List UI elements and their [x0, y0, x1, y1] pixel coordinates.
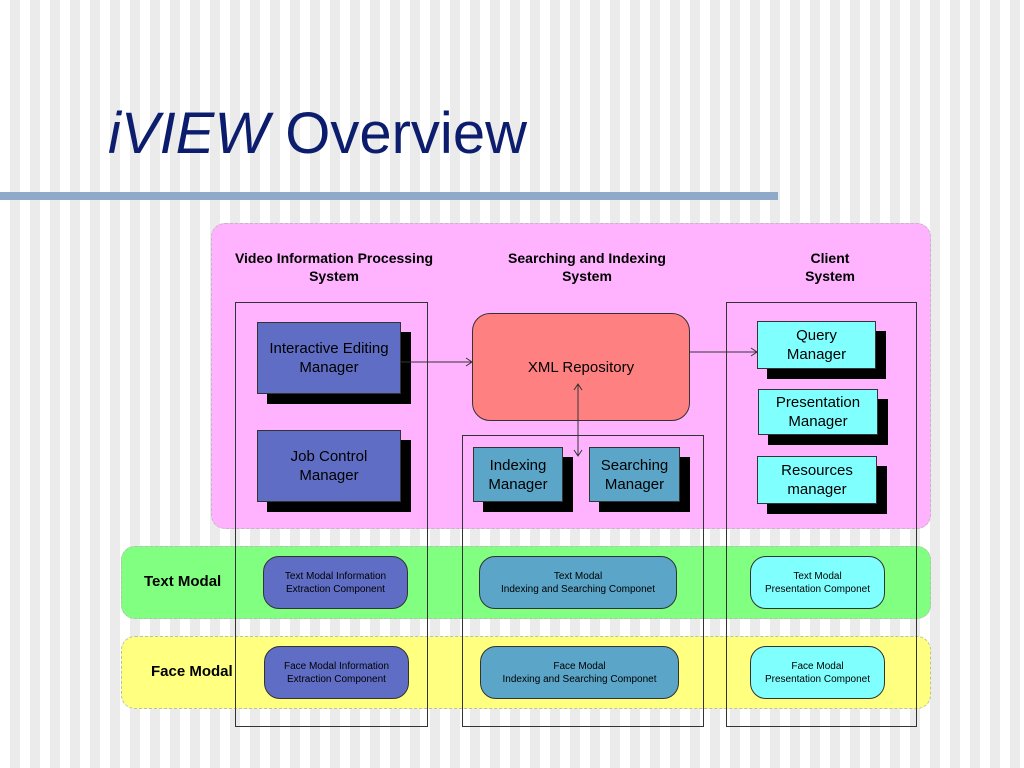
text-presentation-line1: Text Modal — [793, 570, 842, 582]
indexing-line1: Indexing — [489, 456, 547, 474]
face-indexing-line2: Indexing and Searching Componet — [502, 673, 657, 685]
interactive-editing-line2: Manager — [299, 359, 359, 376]
text-indexing-line1: Text Modal — [553, 570, 603, 582]
xml-repository-label: XML Repository — [527, 358, 635, 376]
face-presentation-line1: Face Modal — [791, 660, 844, 672]
sis-column-box — [462, 435, 704, 727]
text-extraction-line2: Extraction Component — [286, 583, 385, 595]
sis-header-line2: System — [562, 268, 612, 284]
text-presentation-line2: Presentation Componet — [764, 583, 871, 595]
query-line1: Query — [796, 327, 837, 344]
client-header: Client System — [770, 249, 890, 285]
title-underline — [0, 192, 778, 200]
client-header-line2: System — [805, 268, 855, 284]
searching-line2: Manager — [604, 475, 665, 493]
searching-line1: Searching — [600, 456, 669, 474]
text-presentation-component: Text Modal Presentation Componet — [750, 556, 885, 609]
face-extraction-line1: Face Modal Information — [283, 660, 390, 672]
vips-header: Video Information Processing System — [218, 249, 450, 285]
presentation-line2: Manager — [788, 413, 848, 430]
editing-to-repository-arrowhead — [465, 357, 473, 367]
resources-manager: Resources manager — [757, 456, 877, 504]
link-down-arrowhead — [573, 449, 583, 457]
job-control-line2: Manager — [299, 467, 359, 484]
vips-header-line2: System — [309, 268, 359, 284]
indexing-manager: Indexing Manager — [473, 447, 563, 502]
resources-line1: Resources — [781, 462, 853, 479]
text-indexing-component: Text Modal Indexing and Searching Compon… — [479, 556, 677, 609]
presentation-manager: Presentation Manager — [758, 389, 878, 435]
text-extraction-component: Text Modal Information Extraction Compon… — [263, 556, 408, 609]
client-column-box — [726, 302, 917, 727]
interactive-editing-line1: Interactive Editing — [269, 340, 389, 357]
face-modal-label: Face Modal — [151, 663, 233, 680]
sis-header: Searching and Indexing System — [487, 249, 687, 285]
face-presentation-component: Face Modal Presentation Componet — [750, 646, 885, 699]
title-italic: iVIEW — [108, 101, 270, 166]
indexing-line2: Manager — [488, 475, 548, 493]
interactive-editing-manager: Interactive Editing Manager — [257, 322, 401, 394]
slide-title: iVIEW Overview — [108, 100, 527, 167]
client-header-line1: Client — [810, 250, 850, 266]
resources-line2: manager — [787, 481, 847, 498]
vips-column-box — [235, 302, 428, 727]
text-indexing-line2: Indexing and Searching Componet — [501, 583, 655, 595]
vips-header-line1: Video Information Processing — [234, 250, 434, 266]
face-extraction-component: Face Modal Information Extraction Compon… — [264, 646, 409, 699]
job-control-line1: Job Control — [290, 448, 368, 465]
presentation-line1: Presentation — [775, 394, 861, 411]
face-indexing-line1: Face Modal — [553, 660, 606, 672]
query-manager: Query Manager — [757, 321, 876, 369]
job-control-manager: Job Control Manager — [257, 430, 401, 502]
face-extraction-line2: Extraction Component — [287, 673, 386, 685]
xml-repository: XML Repository — [472, 313, 690, 421]
query-line2: Manager — [786, 346, 847, 363]
repository-to-query-arrowhead — [750, 347, 758, 357]
title-rest: Overview — [285, 101, 527, 166]
text-extraction-line1: Text Modal Information — [284, 570, 387, 582]
searching-manager: Searching Manager — [589, 447, 680, 502]
sis-header-line1: Searching and Indexing — [508, 250, 666, 266]
face-presentation-line2: Presentation Componet — [764, 673, 871, 685]
link-up-arrowhead — [573, 383, 583, 391]
face-indexing-component: Face Modal Indexing and Searching Compon… — [480, 646, 679, 699]
text-modal-label: Text Modal — [144, 573, 222, 590]
